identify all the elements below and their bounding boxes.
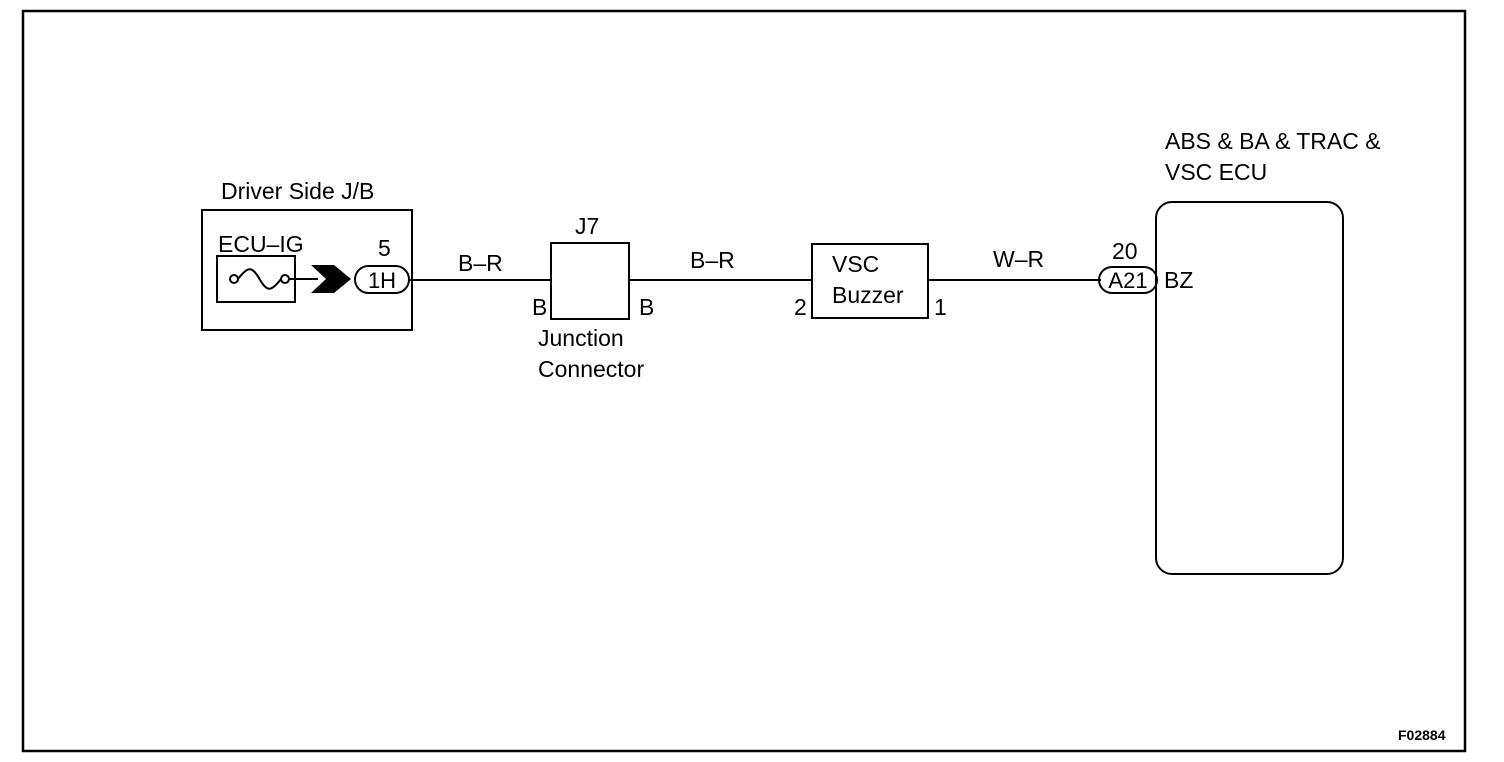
wire-br-1-color: B–R — [458, 250, 503, 276]
pin-arrow-icon — [311, 265, 351, 293]
fuse-label: ECU–IG — [218, 231, 304, 257]
ecu-terminal: BZ — [1164, 267, 1193, 293]
junction-connector-name-line2: Connector — [538, 356, 644, 382]
junction-connector-j7: J7 B B Junction Connector — [532, 213, 654, 382]
ecu-pin: 20 — [1112, 238, 1138, 264]
vsc-buzzer: VSC Buzzer 2 1 — [794, 243, 947, 320]
buzzer-pin-out: 1 — [934, 294, 947, 320]
driver-side-junction-block: Driver Side J/B ECU–IG 5 1H — [201, 178, 413, 331]
ecu-box — [1155, 201, 1344, 575]
junction-connector-name-line1: Junction — [538, 325, 624, 351]
ecu: ABS & BA & TRAC & VSC ECU 20 A21 BZ — [1098, 128, 1381, 575]
buzzer-pin-in: 2 — [794, 294, 807, 320]
wire-wr-color: W–R — [993, 246, 1044, 272]
connector-a21-capsule — [1098, 266, 1158, 294]
junction-block-pin: 5 — [378, 235, 391, 261]
junction-block-title: Driver Side J/B — [221, 178, 374, 204]
junction-connector-code: J7 — [575, 213, 599, 239]
fuse-box — [216, 255, 296, 303]
junction-connector-pin-right: B — [639, 294, 654, 320]
fuse-icon — [229, 268, 290, 290]
junction-connector-box — [550, 242, 630, 320]
ecu-title-line2: VSC ECU — [1165, 159, 1267, 185]
junction-connector-pin-left: B — [532, 294, 547, 320]
connector-a21-label: A21 — [1108, 268, 1147, 293]
junction-block-box — [201, 209, 413, 331]
diagram-frame — [21, 9, 1467, 753]
connector-1h-label: 1H — [368, 268, 396, 293]
buzzer-name-line2: Buzzer — [832, 282, 904, 308]
buzzer-name-line1: VSC — [832, 251, 879, 277]
ecu-title-line1: ABS & BA & TRAC & — [1165, 128, 1381, 154]
wire-br-2-color: B–R — [690, 247, 735, 273]
figure-code: F02884 — [1398, 727, 1446, 743]
